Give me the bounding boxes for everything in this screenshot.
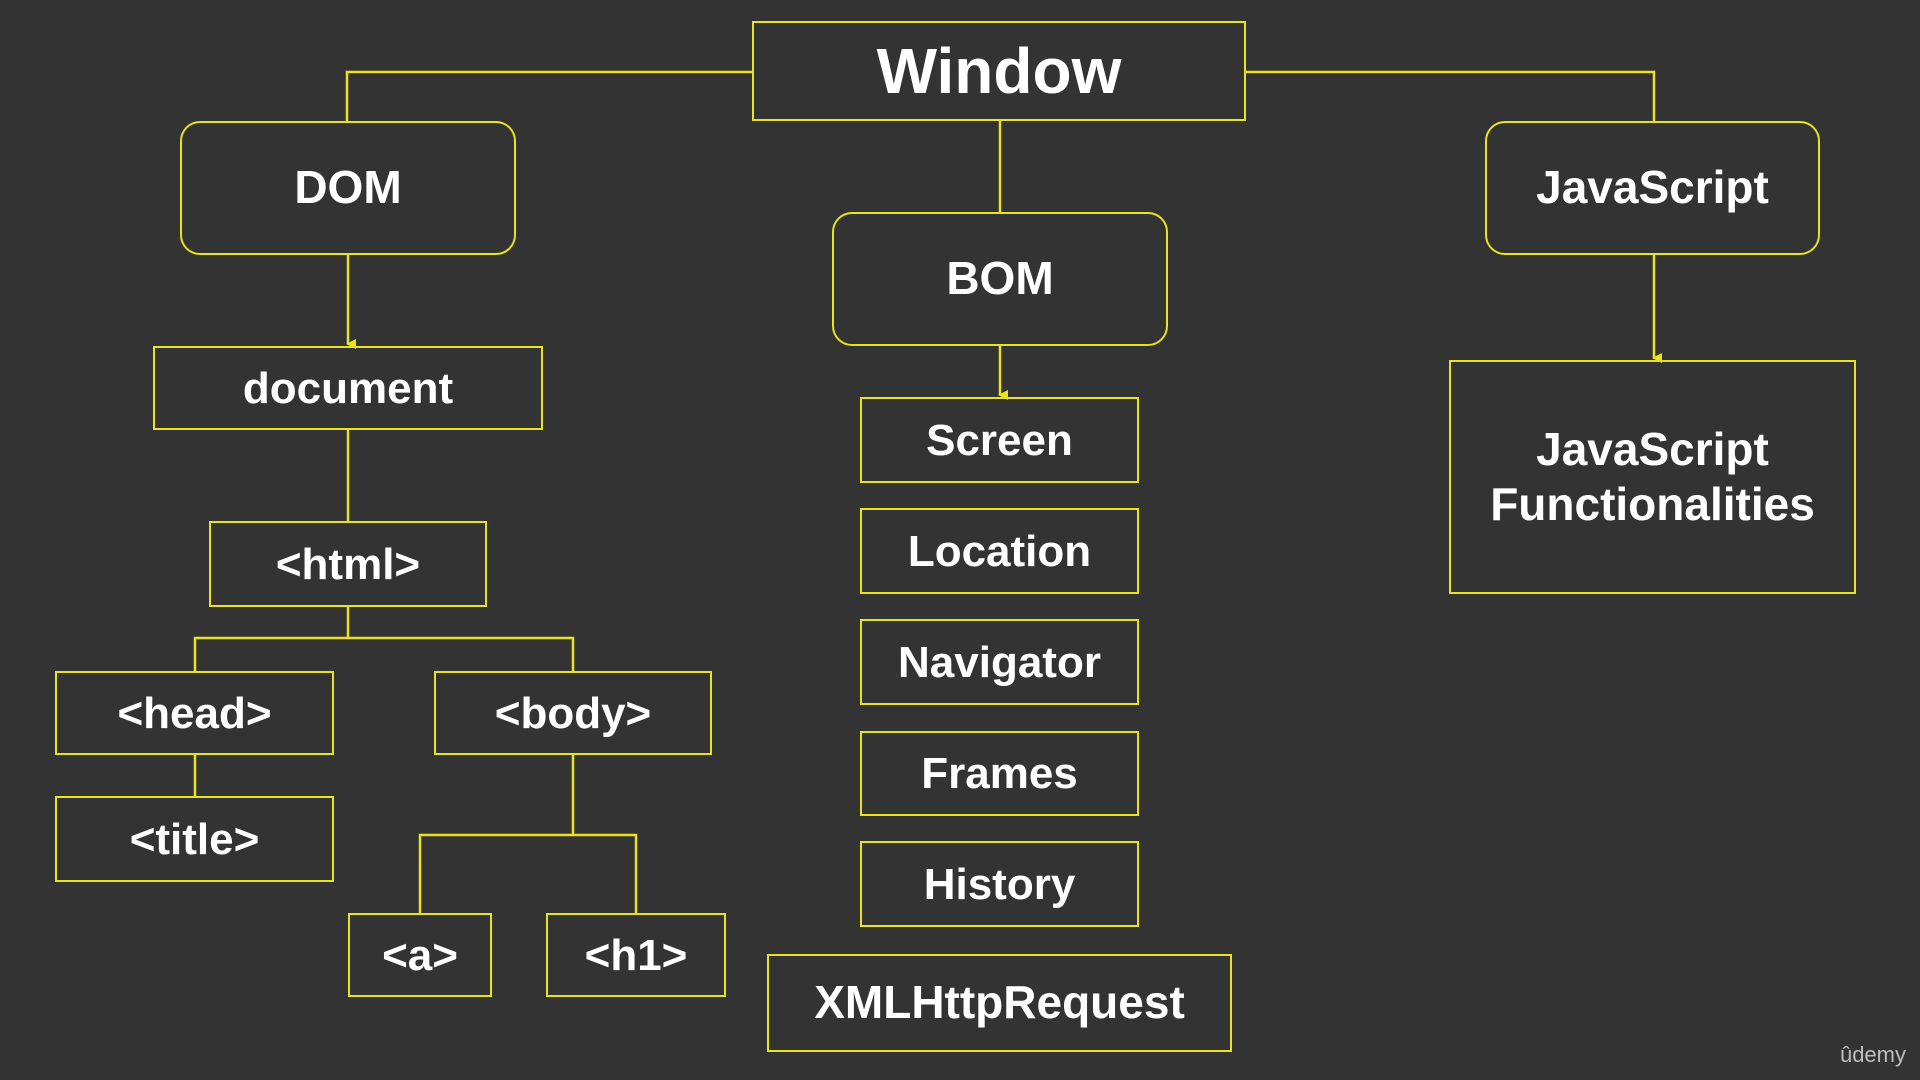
html-box: <html> — [209, 521, 487, 607]
connector-window-javascript — [1246, 70, 1656, 121]
a-box: <a> — [348, 913, 492, 997]
javascript-box: JavaScript — [1485, 121, 1820, 255]
dom-box: DOM — [180, 121, 516, 255]
location-box: Location — [860, 508, 1139, 594]
connector-html-children — [193, 607, 350, 671]
connector-html-body — [348, 636, 575, 671]
body-box: <body> — [434, 671, 712, 755]
screen-box: Screen — [860, 397, 1139, 483]
xmlhttprequest-box: XMLHttpRequest — [767, 954, 1232, 1052]
frames-box: Frames — [860, 731, 1139, 816]
h1-box: <h1> — [546, 913, 726, 997]
navigator-box: Navigator — [860, 619, 1139, 705]
title-box: <title> — [55, 796, 334, 882]
udemy-watermark: ûdemy — [1839, 1042, 1906, 1067]
bom-box: BOM — [832, 212, 1168, 346]
connector-body-h1 — [573, 833, 638, 913]
document-box: document — [153, 346, 543, 430]
window-box: Window — [752, 21, 1246, 121]
history-box: History — [860, 841, 1139, 927]
head-box: <head> — [55, 671, 334, 755]
javascript-functionalities-box: JavaScript Functionalities — [1449, 360, 1856, 594]
connector-body-a — [418, 833, 573, 913]
connector-window-dom — [345, 70, 752, 121]
